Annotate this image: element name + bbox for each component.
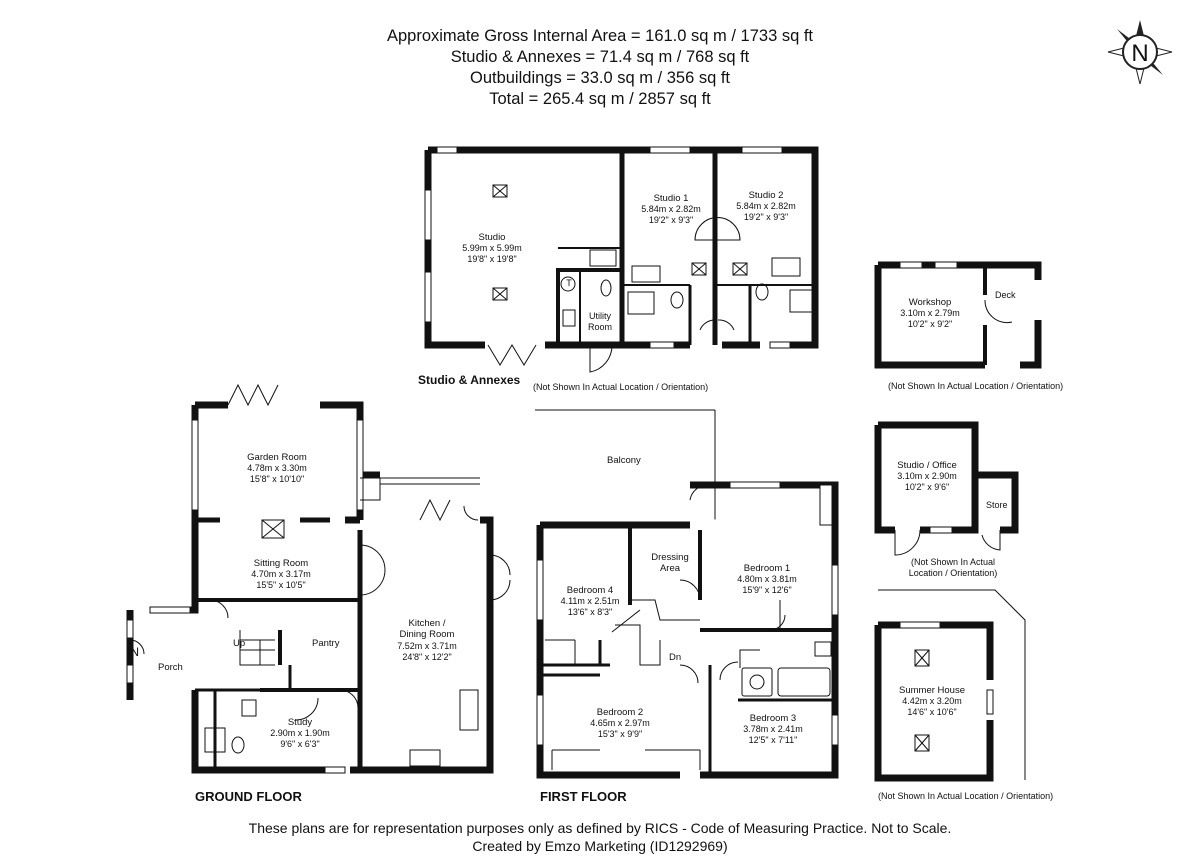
- studio-office-room-label: Studio / Office 3.10m x 2.90m 10'2" x 9'…: [897, 460, 957, 493]
- stairs-up-label: Up: [233, 638, 246, 649]
- studio-annexes-area: Studio & Annexes = 71.4 sq m / 768 sq ft: [450, 48, 750, 66]
- sitting-room-label: Sitting Room 4.70m x 3.17m 15'5" x 10'5": [251, 558, 311, 591]
- utility-room-label: Utility Room: [587, 311, 612, 332]
- summer-house-plan: [874, 589, 1026, 782]
- studio-annexes-note: (Not Shown In Actual Location / Orientat…: [533, 382, 709, 392]
- balcony-area: [534, 409, 828, 521]
- studio2-room-label: Studio 2 5.84m x 2.82m 19'2" x 9'3": [736, 190, 796, 223]
- studio-office-note: (Not Shown In Actual Location / Orientat…: [908, 557, 998, 578]
- compass-icon: N: [1107, 20, 1173, 85]
- study-room-label: Study 2.90m x 1.90m 9'6" x 6'3": [270, 717, 330, 750]
- garden-room-label: Garden Room 4.78m x 3.30m 15'8" x 10'10": [247, 452, 307, 485]
- kitchen-dining-label: Kitchen / Dining Room 7.52m x 3.71m 24'8…: [397, 618, 457, 662]
- store-label: Store: [986, 500, 1008, 510]
- stairs-down-label: Dn: [669, 652, 682, 663]
- balcony-label: Balcony: [607, 455, 641, 466]
- studio1-room-label: Studio 1 5.84m x 2.82m 19'2" x 9'3": [641, 193, 701, 226]
- dressing-area-label: Dressing Area: [651, 552, 689, 575]
- compass-letter: N: [1131, 40, 1148, 67]
- studio-annexes-title: Studio & Annexes: [418, 373, 521, 387]
- summer-house-note: (Not Shown In Actual Location / Orientat…: [878, 791, 1054, 801]
- total-area: Total = 265.4 sq m / 2857 sq ft: [489, 90, 711, 108]
- porch-label: Porch: [158, 662, 183, 673]
- entrance-in-label: IN: [127, 645, 139, 659]
- ground-floor-title: GROUND FLOOR: [195, 789, 302, 804]
- pantry-label: Pantry: [312, 638, 340, 649]
- deck-label: Deck: [995, 290, 1016, 300]
- summer-house-room-label: Summer House 4.42m x 3.20m 14'6" x 10'6": [899, 685, 965, 718]
- bedroom3-label: Bedroom 3 3.78m x 2.41m 12'5" x 7'11": [743, 713, 803, 746]
- outbuildings-area: Outbuildings = 33.0 sq m / 356 sq ft: [469, 69, 731, 87]
- gross-internal-area: Approximate Gross Internal Area = 161.0 …: [386, 27, 814, 45]
- workshop-note: (Not Shown In Actual Location / Orientat…: [888, 381, 1064, 391]
- workshop-plan: [874, 261, 1042, 369]
- disclaimer-text: These plans are for representation purpo…: [248, 820, 952, 836]
- studio-room-label: Studio 5.99m x 5.99m 19'8" x 19'8": [462, 232, 522, 265]
- workshop-room-label: Workshop 3.10m x 2.79m 10'2" x 9'2": [900, 297, 960, 330]
- bedroom4-label: Bedroom 4 4.11m x 2.51m 13'6" x 8'3": [560, 585, 620, 618]
- creator-credit: Created by Emzo Marketing (ID1292969): [472, 838, 728, 854]
- bedroom2-label: Bedroom 2 4.65m x 2.97m 15'3" x 9'9": [590, 707, 650, 740]
- bedroom1-label: Bedroom 1 4.80m x 3.81m 15'9" x 12'6": [737, 563, 797, 596]
- toilet-mark: T: [566, 278, 572, 288]
- first-floor-title: FIRST FLOOR: [540, 789, 627, 804]
